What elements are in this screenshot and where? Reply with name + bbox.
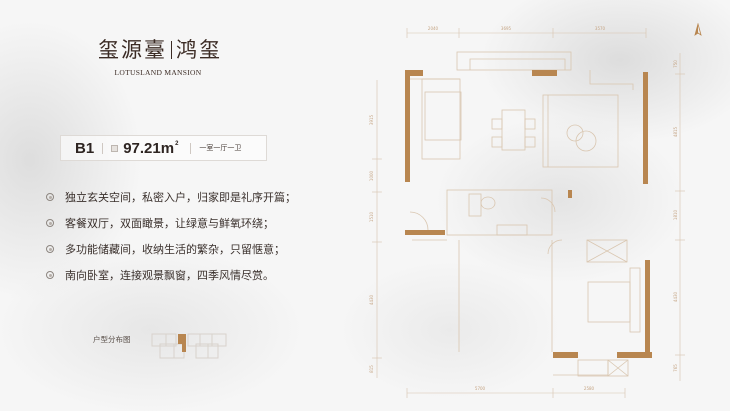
unit-code: B1 xyxy=(75,139,95,157)
brand-logo: 玺源臺鸿玺 LOTUSLAND MANSION xyxy=(98,34,220,77)
unit-info-box: B1 97.21m2 一室一厅一卫 xyxy=(60,135,267,161)
double-circle-bullet-icon xyxy=(46,193,54,201)
dim-left-2: 1000 xyxy=(369,170,374,181)
dim-top-2: 3695 xyxy=(501,26,512,31)
dim-top-1: 2040 xyxy=(428,26,439,31)
feature-item: 客餐双厅，双面瞰景，让绿意与鲜氧环绕； xyxy=(46,210,296,236)
brand-name-left: 玺源臺 xyxy=(98,38,167,62)
key-plan-highlight xyxy=(178,334,186,352)
dim-bottom-2: 2580 xyxy=(584,386,595,391)
dim-right-3: 1810 xyxy=(673,209,678,220)
dim-right-1: 750 xyxy=(673,60,678,68)
dim-right-2: 4815 xyxy=(673,126,678,137)
feature-list: 独立玄关空间，私密入户，归家即是礼序开篇； 客餐双厅，双面瞰景，让绿意与鲜氧环绕… xyxy=(46,184,296,288)
unit-area-value: 97.21m xyxy=(123,139,175,157)
walls xyxy=(405,70,652,358)
dim-left-1: 3915 xyxy=(369,114,374,125)
double-circle-bullet-icon xyxy=(46,271,54,279)
divider xyxy=(102,142,104,154)
key-plan-label: 户型分布图 xyxy=(93,335,131,344)
unit-layout: 一室一厅一卫 xyxy=(199,144,242,152)
floor-area-icon xyxy=(111,144,119,152)
dim-right-4: 4430 xyxy=(673,291,678,302)
dim-bottom-1: 5700 xyxy=(475,386,486,391)
dimension-lines xyxy=(372,28,685,398)
brand-name-right: 鸿玺 xyxy=(176,38,222,62)
brand-divider xyxy=(171,41,172,59)
dim-left-4: 4430 xyxy=(369,294,374,305)
north-arrow-icon xyxy=(694,23,702,36)
feature-text: 多功能储藏间，收纳生活的繁杂，只留惬意； xyxy=(65,243,285,256)
dim-top-3: 3570 xyxy=(595,26,606,31)
dim-left-5: 815 xyxy=(369,365,374,373)
unit-area-sup: 2 xyxy=(175,140,179,147)
dim-left-3: 1510 xyxy=(369,211,374,222)
double-circle-bullet-icon xyxy=(46,245,54,253)
plan-outline xyxy=(409,51,641,377)
feature-text: 独立玄关空间，私密入户，归家即是礼序开篇； xyxy=(65,191,296,204)
feature-item: 南向卧室，连接观景飘窗，四季风情尽赏。 xyxy=(46,262,296,288)
dim-right-5: 765 xyxy=(673,364,678,372)
feature-text: 客餐双厅，双面瞰景，让绿意与鲜氧环绕； xyxy=(65,217,274,230)
unit-area: 97.21m2 xyxy=(123,140,178,157)
divider xyxy=(190,142,192,154)
feature-item: 多功能储藏间，收纳生活的繁杂，只留惬意； xyxy=(46,236,296,262)
double-circle-bullet-icon xyxy=(46,219,54,227)
feature-item: 独立玄关空间，私密入户，归家即是礼序开篇； xyxy=(46,184,296,210)
feature-text: 南向卧室，连接观景飘窗，四季风情尽赏。 xyxy=(65,269,274,282)
key-plan-diagram xyxy=(151,333,227,359)
brand-name-en: LOTUSLAND MANSION xyxy=(114,68,202,77)
brand-name-cn: 玺源臺鸿玺 xyxy=(98,34,220,64)
